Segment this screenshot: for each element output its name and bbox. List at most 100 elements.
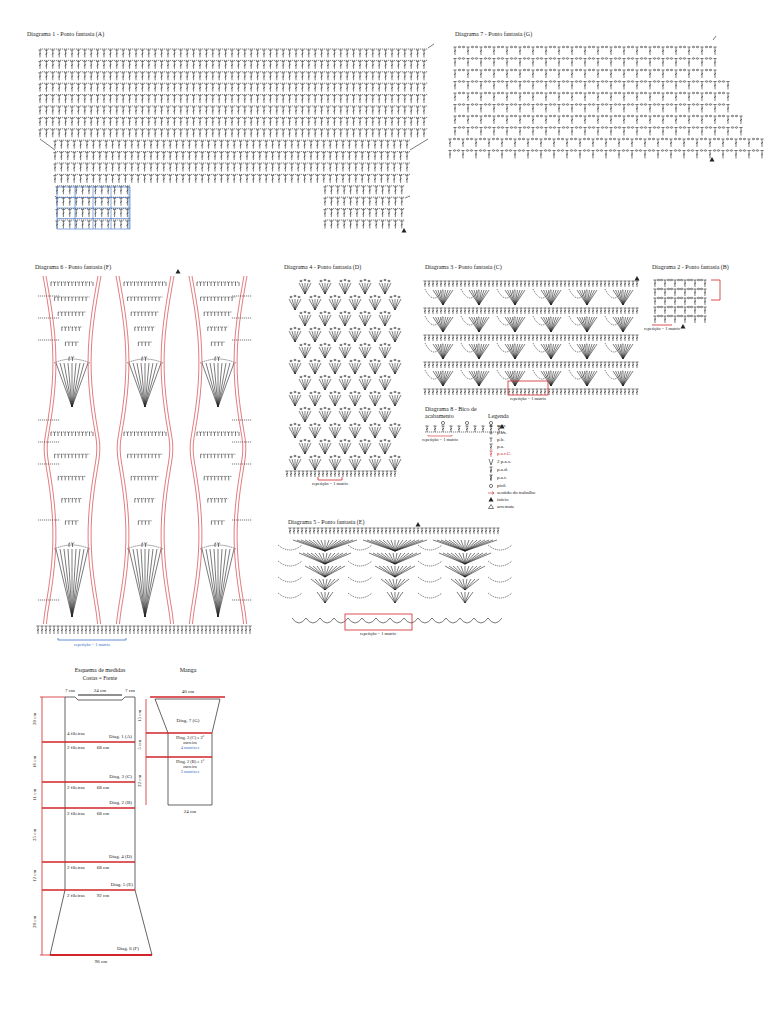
stitch-chart-a-mark: [329, 141, 332, 149]
stitch-chart-a-mark: [320, 84, 323, 92]
stitch-chart-a-mark: [66, 164, 69, 172]
stitch-chart-g-mark: [492, 70, 495, 78]
stitch-chart-a-mark: [309, 153, 312, 161]
stitch-chart-a-mark: [284, 175, 287, 183]
stitch-chart-a-mark: [218, 130, 221, 138]
stitch-chart-a-mark: [213, 141, 216, 149]
stitch-chart-f-mark: [61, 282, 62, 286]
stitch-chart-a-mark: [154, 107, 157, 115]
stitch-chart-a-mark: [207, 141, 210, 149]
stitch-chart-g-mark: [596, 105, 599, 113]
stitch-chart-a-mark: [348, 164, 351, 172]
stitch-chart-a-mark: [64, 84, 67, 92]
stitch-chart-a-mark: [269, 61, 272, 69]
stitch-chart-f-mark: [86, 297, 87, 301]
stitch-chart-a-mark: [55, 151, 410, 152]
stitch-chart-a-mark: [354, 141, 357, 149]
stitch-chart-a-mark: [320, 107, 323, 115]
stitch-chart-a-mark: [245, 153, 248, 161]
stitch-chart-g-mark: [492, 128, 495, 136]
stitch-chart-g-mark: [752, 150, 754, 151]
stitch-chart-g-mark: [622, 128, 625, 136]
stitch-chart-a-mark: [100, 221, 103, 229]
stitch-chart-g-mark: [734, 139, 737, 147]
stitch-chart-g-mark: [475, 127, 477, 128]
stitch-chart-g-mark: [718, 81, 720, 82]
stitch-chart-a-mark: [109, 61, 112, 69]
stitch-chart-a-mark: [422, 50, 425, 58]
stitch-chart-g-mark: [531, 128, 534, 136]
stitch-chart-f-mark: [58, 638, 126, 640]
stitch-chart-f-mark: [204, 297, 205, 301]
stitch-chart-a-mark: [81, 221, 84, 229]
stitch-chart-a-mark: [349, 187, 352, 195]
stitch-chart-f-mark: [218, 312, 219, 316]
stitch-chart-g-mark: [492, 93, 495, 101]
stitch-chart-f-mark: [61, 327, 62, 331]
stitch-chart-a-mark: [237, 130, 240, 138]
stitch-chart-a-mark: [258, 175, 261, 183]
stitch-chart-a-mark: [147, 73, 150, 81]
stitch-chart-g-mark: [553, 104, 555, 105]
stitch-chart-g-mark: [570, 93, 573, 101]
stitch-chart-a-mark: [198, 107, 201, 115]
stitch-chart-g-mark: [570, 105, 573, 113]
stitch-chart-g-mark: [497, 127, 499, 128]
stitch-chart-g-mark: [540, 58, 542, 59]
stitch-chart-f-mark: [207, 282, 208, 286]
stitch-chart-a-mark: [134, 107, 137, 115]
stitch-chart-g-mark: [626, 150, 628, 151]
stitch-chart-g-mark: [644, 81, 646, 82]
stitch-chart-g-mark: [505, 138, 507, 139]
stitch-chart-g-mark: [523, 115, 525, 116]
stitch-chart-g-mark: [471, 58, 473, 59]
stitch-chart-f-mark: [200, 359, 236, 363]
stitch-chart-f-mark: [214, 282, 215, 286]
stitch-chart-a-mark: [355, 187, 358, 195]
stitch-chart-g-mark: [713, 59, 716, 67]
stitch-chart-g-mark: [622, 93, 625, 101]
stitch-chart-g-mark: [566, 69, 568, 70]
stitch-chart-g-mark: [609, 138, 611, 139]
stitch-chart-a-mark: [92, 141, 95, 149]
stitch-chart-a-mark: [83, 50, 86, 58]
stitch-chart-a-mark: [301, 130, 304, 138]
stitch-chart-g-mark: [596, 116, 599, 124]
stitch-chart-g-mark: [518, 93, 521, 101]
stitch-chart-g-mark: [614, 69, 616, 70]
stitch-chart-f-mark: [134, 282, 135, 286]
stitch-chart-g-mark: [678, 138, 680, 139]
stitch-chart-f-mark: [155, 454, 156, 458]
stitch-chart-g-mark: [600, 150, 602, 151]
stitch-chart-a-mark: [330, 187, 333, 195]
stitch-chart-a-mark: [390, 84, 393, 92]
stitch-chart-f-mark: [138, 499, 139, 503]
stitch-chart-g-mark: [549, 46, 551, 47]
stitch-chart-a-mark: [117, 141, 120, 149]
stitch-chart-a-mark: [371, 130, 374, 138]
stitch-chart-g-mark: [544, 82, 547, 90]
stitch-chart-a-mark: [64, 107, 67, 115]
stitch-chart-g-mark: [484, 58, 486, 59]
stitch-chart-a-mark: [355, 221, 358, 229]
stitch-chart-a-mark: [149, 175, 152, 183]
stitch-chart-a-mark: [301, 107, 304, 115]
stitch-chart-a-mark: [336, 187, 339, 195]
stitch-chart-a-mark: [38, 84, 41, 92]
stitch-chart-g-mark: [696, 69, 698, 70]
stitch-chart-f-mark: [204, 626, 207, 634]
stitch-chart-a-mark: [329, 164, 332, 172]
stitch-chart-a-mark: [323, 187, 326, 195]
stitch-chart-g-mark: [617, 151, 620, 159]
stitch-chart-g-mark: [553, 58, 555, 59]
stitch-chart-g-mark: [562, 115, 564, 116]
stitch-chart-g-mark: [527, 127, 529, 128]
stitch-chart-f-mark: [61, 312, 62, 316]
stitch-chart-g-mark: [510, 69, 512, 70]
stitch-chart-g-mark: [643, 139, 646, 147]
stitch-chart-a-mark: [58, 130, 61, 138]
stitch-chart-g-mark: [510, 81, 512, 82]
stitch-chart-g-mark: [574, 138, 576, 139]
stitch-chart-f-mark: [200, 454, 201, 458]
stitch-chart-a-mark: [58, 73, 61, 81]
